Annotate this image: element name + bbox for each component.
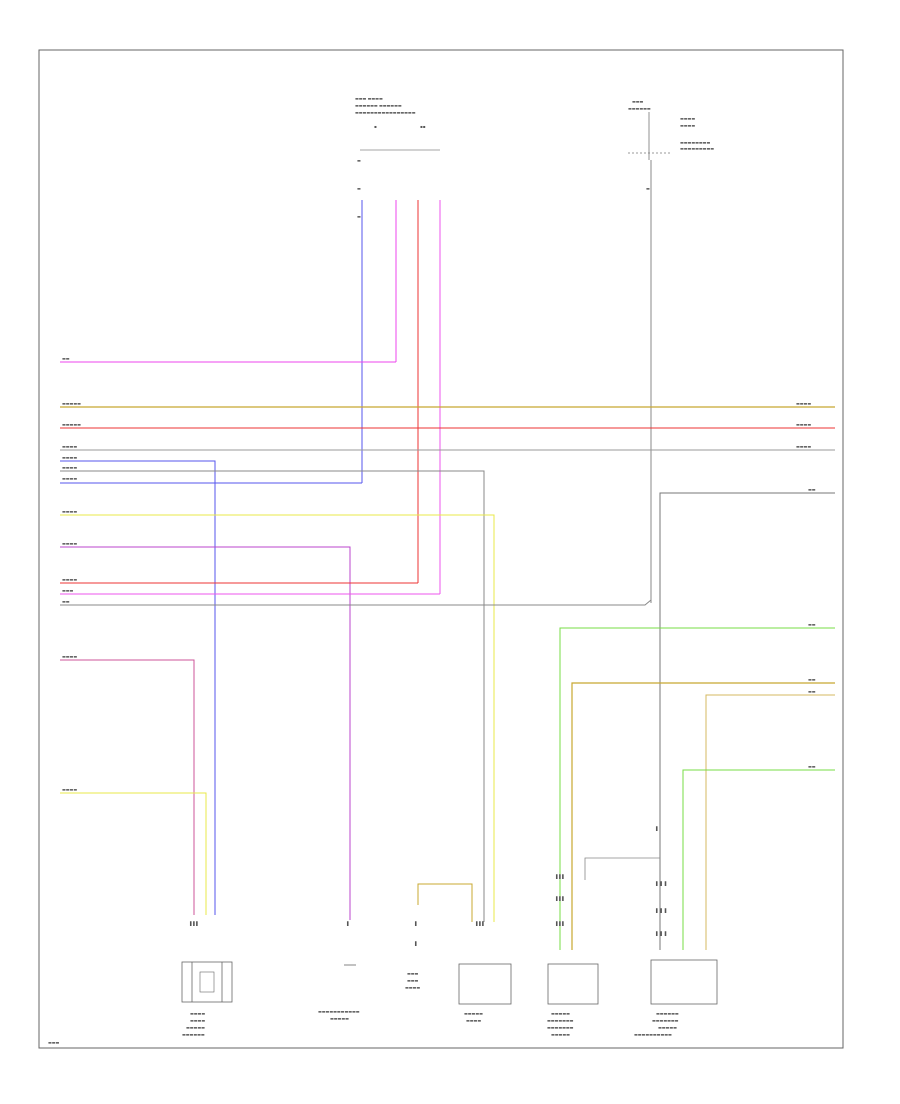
switch-symbol: ▌▌▌ ▬▬▬▬ ▬▬▬▬ ▬▬▬▬▬ ▬▬▬▬▬▬: [181, 921, 233, 1037]
svg-text:▌ ▌ ▌: ▌ ▌ ▌: [655, 881, 668, 886]
svg-text:▬▬▬: ▬▬▬: [632, 99, 644, 104]
wire-grey-right: [659, 492, 835, 950]
svg-text:▬▬▬▬▬: ▬▬▬▬▬: [658, 1025, 677, 1030]
svg-text:▬▬▬▬: ▬▬▬▬: [466, 1018, 481, 1023]
svg-text:▬▬▬▬▬: ▬▬▬▬▬: [551, 1032, 570, 1037]
wire-pinkpurple-left: [60, 659, 195, 915]
component-box-2: ▌▌▌ ▌▌▌ ▌▌▌ ▬▬▬▬▬ ▬▬▬▬▬▬▬ ▬▬▬▬▬▬▬ ▬▬▬▬▬: [547, 874, 599, 1037]
svg-text:▬▬▬▬▬▬: ▬▬▬▬▬▬: [628, 106, 651, 111]
svg-text:▬▬▬▬: ▬▬▬▬: [62, 455, 77, 460]
svg-text:▬▬▬▬▬▬: ▬▬▬▬▬▬: [656, 1011, 679, 1016]
svg-text:▬▬▬▬▬▬▬: ▬▬▬▬▬▬▬: [547, 1025, 574, 1030]
right-labels: ▬▬▬▬ ▬▬▬▬ ▬▬▬▬ ▬▬ ▬▬ ▬▬ ▬▬ ▬▬: [796, 401, 816, 769]
svg-text:▬▬▬▬▬: ▬▬▬▬▬: [186, 1025, 205, 1030]
svg-text:▬▬▬▬: ▬▬▬▬: [62, 577, 77, 582]
wire-yellow: [60, 514, 495, 922]
diagram-frame: [38, 49, 844, 1049]
component-box-3: ▌ ▌ ▌ ▌ ▌ ▌ ▌ ▌ ▌ ▌ ▬▬▬▬▬▬ ▬▬▬▬▬▬▬ ▬▬▬▬▬…: [634, 826, 718, 1037]
svg-text:▬▬▬▬: ▬▬▬▬: [190, 1018, 205, 1023]
svg-text:▌ ▌ ▌: ▌ ▌ ▌: [655, 908, 668, 913]
svg-text:▬▬▬▬▬▬▬: ▬▬▬▬▬▬▬: [652, 1018, 679, 1023]
wire-grey-fuse: [60, 599, 652, 606]
top-connector: ▬▬▬ ▬▬▬▬ ▬▬▬▬▬▬ ▬▬▬▬▬▬ ▬▬▬▬▬▬▬▬▬▬▬▬▬▬▬▬ …: [355, 96, 440, 219]
svg-text:▬▬▬▬▬: ▬▬▬▬▬: [330, 1016, 349, 1021]
svg-text:▬▬▬▬▬▬▬▬▬▬: ▬▬▬▬▬▬▬▬▬▬: [634, 1032, 672, 1037]
svg-text:▬▬▬▬▬▬▬: ▬▬▬▬▬▬▬: [547, 1018, 574, 1023]
svg-text:▌: ▌: [414, 921, 418, 926]
svg-text:▬: ▬: [357, 158, 361, 163]
svg-text:▌▌▌: ▌▌▌: [475, 921, 485, 926]
wire-grey-mid: [60, 470, 485, 922]
ground-symbol: ▌ ▬▬▬▬▬▬▬▬▬▬▬ ▬▬▬▬▬: [318, 921, 360, 1021]
svg-text:▌▌▌: ▌▌▌: [555, 874, 565, 879]
svg-text:▬▬: ▬▬: [808, 487, 816, 492]
svg-text:▬▬▬▬▬▬: ▬▬▬▬▬▬: [182, 1032, 205, 1037]
svg-text:▌▌▌: ▌▌▌: [555, 896, 565, 901]
svg-text:▬▬▬▬▬▬▬▬▬: ▬▬▬▬▬▬▬▬▬: [680, 146, 714, 151]
svg-text:▬▬▬▬: ▬▬▬▬: [190, 1011, 205, 1016]
wire-blue-left: [60, 460, 216, 915]
wire-tan-right-2: [705, 694, 835, 950]
svg-text:▬▬▬▬: ▬▬▬▬: [796, 401, 811, 406]
wire-green-right: [559, 627, 835, 950]
svg-text:▬▬: ▬▬: [62, 599, 70, 604]
svg-text:▬▬▬▬: ▬▬▬▬: [62, 444, 77, 449]
svg-text:▬: ▬: [646, 186, 650, 191]
svg-text:▬▬▬: ▬▬▬: [407, 978, 419, 983]
svg-text:▬▬▬▬▬: ▬▬▬▬▬: [551, 1011, 570, 1016]
svg-text:▬▬▬▬▬: ▬▬▬▬▬: [62, 422, 81, 427]
svg-text:▬▬▬▬: ▬▬▬▬: [796, 444, 811, 449]
svg-text:▬▬▬▬: ▬▬▬▬: [405, 985, 420, 990]
svg-text:▬▬▬▬▬: ▬▬▬▬▬: [464, 1011, 483, 1016]
svg-text:▬▬: ▬▬: [808, 764, 816, 769]
svg-text:▬▬▬: ▬▬▬: [62, 588, 74, 593]
svg-text:▬▬▬▬▬▬▬▬: ▬▬▬▬▬▬▬▬: [680, 140, 710, 145]
svg-text:▌: ▌: [346, 921, 350, 926]
svg-text:▬▬▬▬: ▬▬▬▬: [796, 422, 811, 427]
component-box-1: ▌▌▌ ▬▬▬▬▬ ▬▬▬▬: [458, 921, 512, 1023]
svg-text:▬▬: ▬▬: [808, 677, 816, 682]
svg-text:▬▬▬▬▬▬▬▬▬▬▬▬▬▬▬▬: ▬▬▬▬▬▬▬▬▬▬▬▬▬▬▬▬: [355, 110, 416, 115]
svg-text:▬▬▬▬▬: ▬▬▬▬▬: [62, 401, 81, 406]
diode-symbol: ▌ ▌ ▬▬▬ ▬▬▬ ▬▬▬▬: [405, 883, 473, 990]
svg-text:▬▬: ▬▬: [62, 356, 70, 361]
svg-text:▬▬: ▬▬: [808, 622, 816, 627]
svg-text:▪▪: ▪▪: [420, 124, 426, 129]
fuse-block: ▬▬▬ ▬▬▬▬▬▬ ▬▬▬▬ ▬▬▬▬ ▬▬▬▬▬▬▬▬ ▬▬▬▬▬▬▬▬▬ …: [628, 99, 714, 191]
svg-text:▬▬▬▬▬▬▬▬▬▬▬: ▬▬▬▬▬▬▬▬▬▬▬: [318, 1009, 360, 1014]
wire-grey-link: [584, 857, 660, 880]
svg-text:▬▬▬▬▬▬ ▬▬▬▬▬▬: ▬▬▬▬▬▬ ▬▬▬▬▬▬: [355, 103, 402, 108]
svg-text:▪: ▪: [374, 124, 377, 129]
svg-text:▌: ▌: [414, 941, 418, 946]
svg-text:▬: ▬: [357, 214, 361, 219]
wire-violet-mid: [60, 546, 351, 920]
svg-text:▬▬▬ ▬▬▬▬: ▬▬▬ ▬▬▬▬: [355, 96, 383, 101]
svg-text:▌▌▌: ▌▌▌: [189, 921, 199, 926]
svg-text:▬▬▬▬: ▬▬▬▬: [680, 123, 695, 128]
svg-text:▌ ▌ ▌: ▌ ▌ ▌: [655, 931, 668, 936]
svg-text:▬▬▬▬: ▬▬▬▬: [62, 509, 77, 514]
svg-text:▬▬▬▬: ▬▬▬▬: [62, 465, 77, 470]
left-labels: ▬▬ ▬▬▬▬▬ ▬▬▬▬▬ ▬▬▬▬ ▬▬▬▬ ▬▬▬▬ ▬▬▬▬ ▬▬▬▬ …: [62, 356, 81, 792]
svg-text:▬: ▬: [357, 186, 361, 191]
svg-text:▬▬▬▬: ▬▬▬▬: [62, 787, 77, 792]
wire-tan-right-1: [571, 682, 835, 950]
svg-text:▬▬▬▬: ▬▬▬▬: [62, 476, 77, 481]
svg-text:▬▬▬▬: ▬▬▬▬: [62, 541, 77, 546]
svg-text:▬▬▬: ▬▬▬: [407, 971, 419, 976]
svg-text:▌: ▌: [655, 826, 659, 831]
wire-green-right-2: [682, 769, 835, 950]
footer-id: ▬▬▬: [48, 1040, 60, 1045]
wire-yellow-left: [60, 792, 207, 915]
svg-text:▬▬▬▬: ▬▬▬▬: [680, 116, 695, 121]
svg-text:▬▬: ▬▬: [808, 689, 816, 694]
svg-text:▬▬▬▬: ▬▬▬▬: [62, 654, 77, 659]
svg-text:▌▌▌: ▌▌▌: [555, 921, 565, 926]
